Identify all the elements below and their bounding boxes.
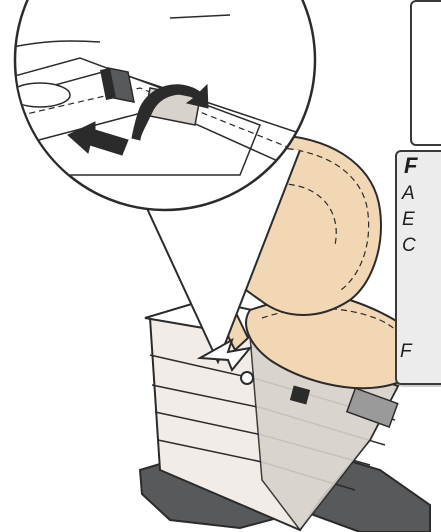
base-knob — [241, 372, 253, 384]
callout-heading: F — [404, 154, 417, 178]
callout-line-2: E — [402, 208, 415, 232]
callout-panel-top — [410, 0, 441, 146]
callout-line-1: A — [402, 182, 415, 206]
callout-line-4: F — [400, 340, 412, 364]
callout-line-3: C — [402, 234, 416, 258]
